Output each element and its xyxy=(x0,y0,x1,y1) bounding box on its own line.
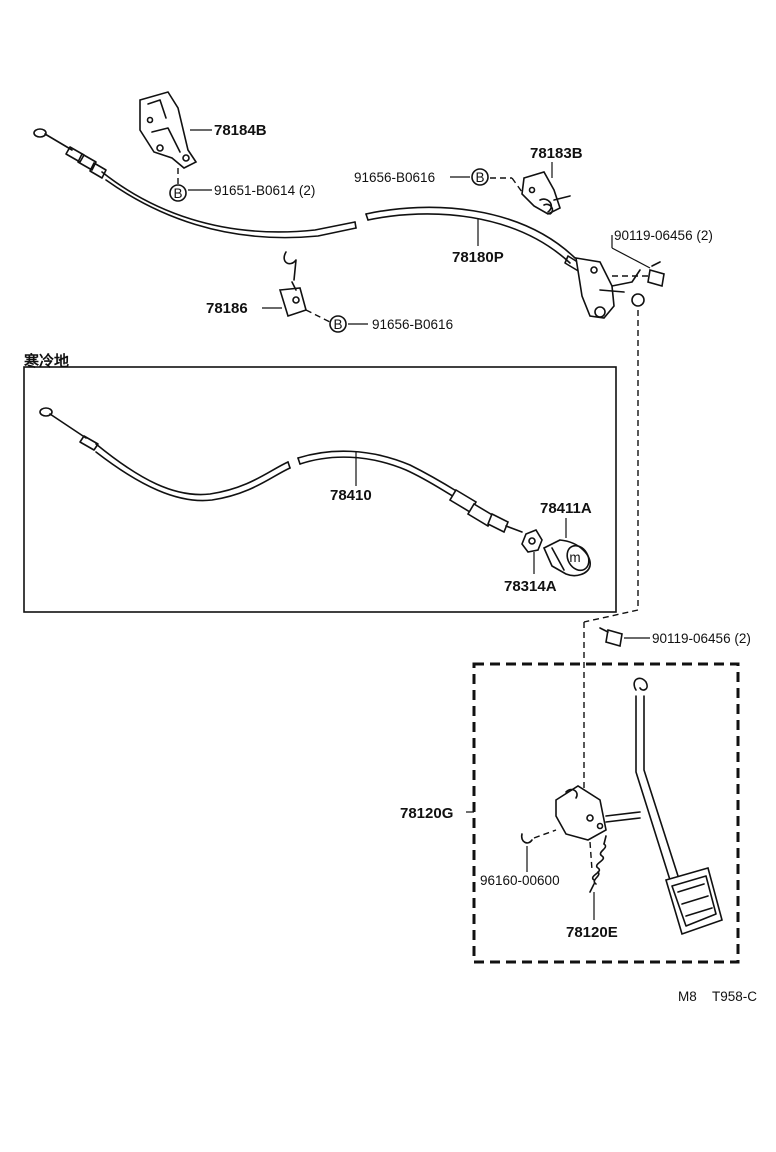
b-marker-text: B xyxy=(173,186,182,201)
pedal-lever xyxy=(633,677,723,936)
label-91651-b0614: 91651-B0614 (2) xyxy=(214,183,315,198)
label-78120g: 78120G xyxy=(400,805,453,822)
knob-78411a: m xyxy=(542,539,591,577)
label-78120e: 78120E xyxy=(566,924,618,941)
bracket-78183b xyxy=(521,171,571,215)
knob-mark-icon: m xyxy=(569,550,580,565)
cold-region-cable-78410 xyxy=(39,407,523,534)
label-78410: 78410 xyxy=(330,487,372,504)
b-marker-text: B xyxy=(475,170,484,185)
bolt-marker-b0616-top: B xyxy=(471,168,489,186)
label-78183b: 78183B xyxy=(530,145,583,162)
nut-78314a xyxy=(521,529,543,553)
footer-code-a: M8 xyxy=(678,989,697,1004)
cable-bracket-engine xyxy=(575,257,645,319)
screw-90119-top xyxy=(647,261,665,288)
bolt-marker-b0614: B xyxy=(169,184,187,202)
label-90119-06456-top: 90119-06456 (2) xyxy=(614,228,713,243)
bracket-78184b xyxy=(139,91,198,169)
label-78184b: 78184B xyxy=(214,122,267,139)
clamp-78186 xyxy=(278,251,307,318)
clip-96160-00600 xyxy=(520,833,533,844)
label-91656-b0616-bottom: 91656-B0616 xyxy=(372,317,453,332)
label-96160-00600: 96160-00600 xyxy=(480,873,560,888)
label-90119-06456-bottom: 90119-06456 (2) xyxy=(652,631,751,646)
label-78314a: 78314A xyxy=(504,578,557,595)
label-91656-b0616-top: 91656-B0616 xyxy=(354,170,435,185)
label-78186: 78186 xyxy=(206,300,248,317)
pedal-assembly-box xyxy=(472,662,740,964)
label-78411a: 78411A xyxy=(540,500,592,517)
pedal-bracket xyxy=(555,785,641,841)
footer-code-b: T958-C xyxy=(712,989,757,1004)
bolt-marker-b0616-bottom: B xyxy=(329,315,347,333)
label-78180p: 78180P xyxy=(452,249,504,266)
screw-90119-bottom xyxy=(599,627,623,648)
spring-78120e xyxy=(589,835,607,893)
cold-region-box xyxy=(23,366,617,613)
b-marker-text: B xyxy=(333,317,342,332)
cold-region-label: 寒冷地 xyxy=(24,352,69,370)
